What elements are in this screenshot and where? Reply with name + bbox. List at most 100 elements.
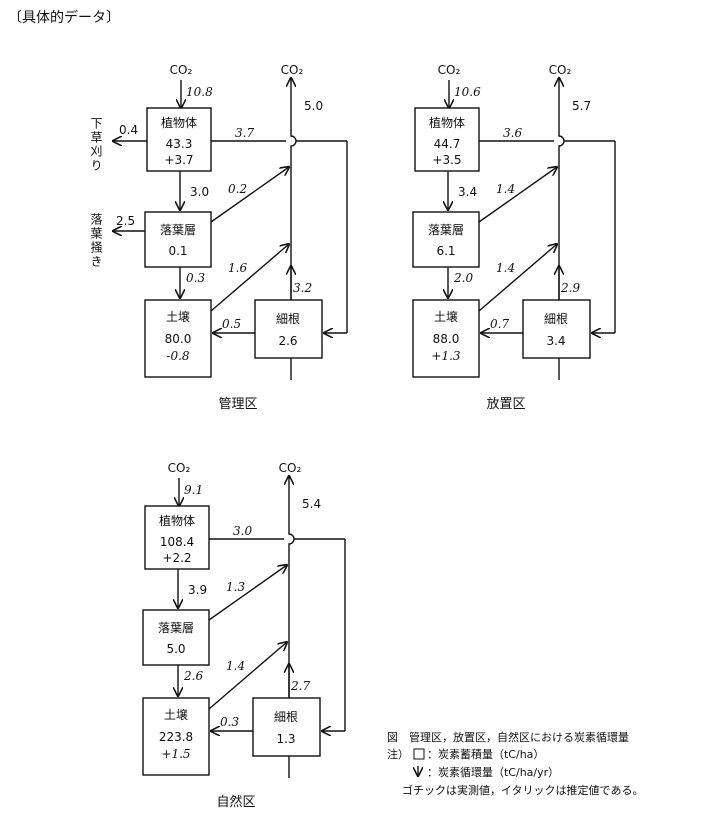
flux-litter-up-value: 1.4: [496, 182, 515, 196]
flux-up-value: 5.0: [304, 99, 323, 113]
flux-root-soil-value: 0.7: [490, 317, 509, 331]
roots-stock: 2.6: [278, 334, 297, 348]
legend-arrow-text: ：炭素循環量（tC/ha/yr）: [427, 766, 559, 779]
soil-stock: 223.8: [159, 730, 193, 744]
soil-stock: 80.0: [165, 332, 192, 346]
flux-soil-up-arrow: [208, 642, 287, 710]
litter-stock: 0.1: [168, 244, 187, 258]
flux-litter-soil-value: 2.0: [453, 271, 473, 285]
flux-litter-up-arrow: [210, 167, 289, 223]
legend-box-icon: [413, 748, 425, 760]
co2-in-label: CO₂: [168, 461, 191, 475]
flux-litter-up-value: 0.2: [228, 182, 247, 196]
flux-in-value: 10.6: [454, 85, 481, 99]
box-soil-label: 土壌: [166, 310, 190, 324]
flux-plant-litter-value: 3.0: [190, 185, 209, 199]
flux-plant-root-value: 3.6: [503, 126, 522, 140]
box-roots: [252, 697, 321, 757]
flux-plant-litter-value: 3.4: [458, 185, 477, 199]
panel-managed: CO₂ CO₂ 10.8 5.0 植物体 43.3 +3.7 落葉層 0.1 土壌 80.0 -0.8…: [89, 63, 348, 412]
flux-litter-up-arrow: [478, 167, 557, 223]
flux-soil-up-value: 1.6: [228, 261, 247, 275]
flux-soil-up-arrow: [210, 244, 289, 312]
box-plant-label: 植物体: [161, 115, 197, 130]
roots-stock: 3.4: [546, 334, 565, 348]
plant-change: +2.2: [162, 551, 191, 565]
co2-in-label: CO₂: [170, 63, 193, 77]
trunk-upper: [559, 78, 565, 148]
flux-root-up-value: 3.2: [293, 281, 312, 295]
box-soil: [144, 299, 212, 378]
box-litter: [142, 609, 210, 666]
soil-stock: 88.0: [433, 332, 460, 346]
box-plant: [146, 107, 212, 172]
plant-change: +3.5: [432, 153, 461, 167]
box-litter-label: 落葉層: [428, 223, 464, 237]
flux-litter-up-arrow: [208, 565, 287, 621]
box-plant-label: 植物体: [159, 513, 195, 528]
section-heading: 〔具体的データ〕: [8, 9, 120, 26]
box-plant: [414, 107, 480, 172]
flux-root-up-value: 2.9: [560, 281, 580, 295]
flux-in-value: 9.1: [184, 483, 203, 497]
box-litter-label: 落葉層: [158, 621, 194, 635]
box-roots: [522, 299, 591, 359]
flux-root-soil-value: 0.3: [220, 715, 239, 729]
box-soil-label: 土壌: [164, 708, 188, 722]
box-plant: [144, 505, 210, 570]
box-soil: [142, 697, 210, 776]
trunk-upper: [291, 78, 297, 148]
plant-stock: 44.7: [434, 137, 461, 151]
flux-plant-root-value: 3.0: [233, 524, 252, 538]
figure-caption: 図 管理区，放置区，自然区における炭素循環量 注） ：炭素蓄積量（tC/ha） …: [387, 730, 643, 797]
co2-in-label: CO₂: [438, 63, 461, 77]
box-roots-label: 細根: [276, 312, 300, 326]
note-prefix: 注）: [387, 747, 409, 761]
flux-root-soil-value: 0.5: [222, 317, 241, 331]
flux-plant-litter-value: 3.9: [188, 583, 207, 597]
panel-natural: CO₂ CO₂ 9.1 5.4 植物体 108.4 +2.2 落葉層 5.0 土壌 223.8 +1.…: [142, 461, 346, 810]
panel-abandoned: CO₂ CO₂ 10.6 5.7 植物体 44.7 +3.5 落葉層 6.1 土壌 88.0 +1.3…: [412, 63, 616, 412]
flux-up-value: 5.4: [302, 497, 321, 511]
flux-up-value: 5.7: [572, 99, 591, 113]
panel-title: 管理区: [218, 397, 257, 412]
flux-soil-up-value: 1.4: [226, 659, 245, 673]
soil-change: -0.8: [166, 349, 190, 363]
removal-litter-value: 2.5: [116, 214, 135, 228]
box-litter-label: 落葉層: [160, 223, 196, 237]
trunk-upper: [289, 476, 295, 546]
removal-litter-label: 落葉掻き: [89, 213, 103, 269]
removal-plant-label: 下草刈り: [89, 117, 103, 173]
plant-change: +3.7: [164, 153, 193, 167]
roots-stock: 1.3: [276, 732, 295, 746]
plant-stock: 43.3: [166, 137, 193, 151]
box-plant-label: 植物体: [429, 115, 465, 130]
flux-litter-soil-value: 0.3: [186, 271, 205, 285]
removal-plant-value: 0.4: [119, 123, 138, 137]
flux-litter-up-value: 1.3: [226, 580, 245, 594]
panel-title: 自然区: [216, 794, 255, 810]
box-roots: [254, 299, 323, 359]
flux-soil-up-arrow: [478, 244, 557, 312]
box-soil-label: 土壌: [434, 310, 458, 324]
plant-stock: 108.4: [160, 535, 194, 549]
soil-change: +1.3: [431, 349, 461, 363]
box-litter: [144, 211, 212, 268]
co2-out-label: CO₂: [281, 63, 304, 77]
soil-change: +1.5: [161, 747, 190, 761]
box-litter: [412, 211, 480, 268]
litter-stock: 6.1: [436, 244, 455, 258]
box-soil: [412, 299, 480, 378]
flux-root-up-value: 2.7: [290, 679, 310, 693]
panel-title: 放置区: [486, 397, 525, 412]
figure-title: 図 管理区，放置区，自然区における炭素循環量: [387, 730, 629, 744]
flux-in-value: 10.8: [186, 85, 213, 99]
co2-out-label: CO₂: [549, 63, 572, 77]
flux-soil-up-value: 1.4: [496, 261, 515, 275]
box-roots-label: 細根: [544, 312, 568, 326]
litter-stock: 5.0: [166, 642, 185, 656]
box-roots-label: 細根: [274, 710, 298, 724]
co2-out-label: CO₂: [279, 461, 302, 475]
